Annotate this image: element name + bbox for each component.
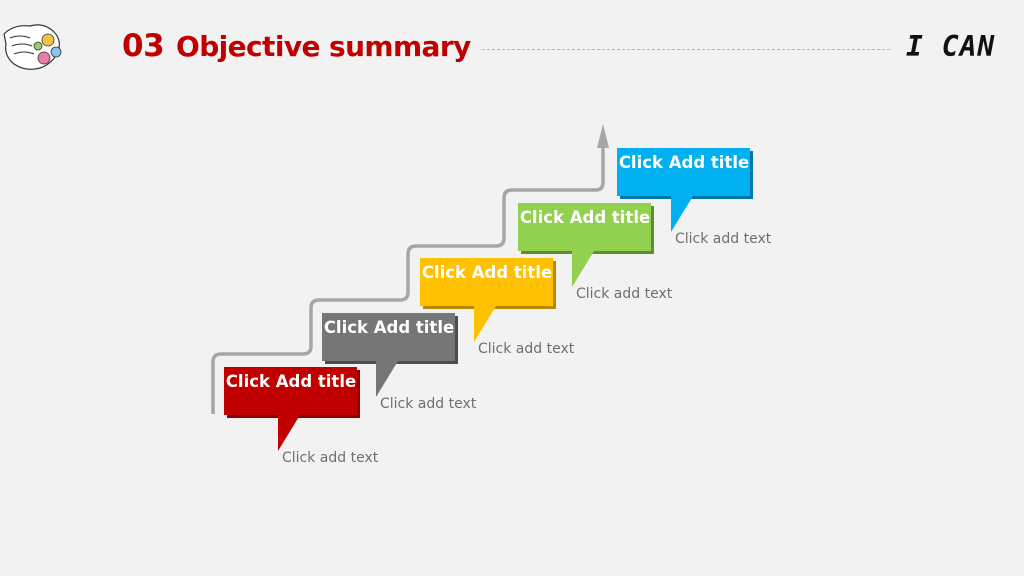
step-callout-tail bbox=[572, 251, 594, 287]
step-text-2[interactable]: Click add text bbox=[380, 396, 477, 412]
page-title: Objective summary bbox=[176, 30, 471, 63]
section-number: 03 bbox=[122, 28, 165, 64]
step-title-3[interactable]: Click Add title bbox=[421, 263, 553, 282]
step-box-fill bbox=[420, 258, 553, 306]
step-box-3[interactable] bbox=[420, 258, 556, 342]
step-box-fill bbox=[518, 203, 651, 251]
step-text-3[interactable]: Click add text bbox=[478, 341, 575, 357]
step-title-1[interactable]: Click Add title bbox=[225, 372, 357, 391]
step-box-fill bbox=[224, 367, 357, 415]
step-box-1[interactable] bbox=[224, 367, 360, 451]
step-box-2[interactable] bbox=[322, 313, 458, 397]
brand-mark: I CAN bbox=[906, 30, 996, 63]
arrow-head-icon bbox=[597, 124, 609, 148]
step-callout-tail bbox=[376, 361, 398, 397]
step-box-4[interactable] bbox=[518, 203, 654, 287]
step-callout-tail bbox=[474, 306, 496, 342]
step-title-4[interactable]: Click Add title bbox=[519, 208, 651, 227]
stair-path-line bbox=[211, 144, 605, 414]
title-divider bbox=[482, 49, 890, 50]
step-text-1[interactable]: Click add text bbox=[282, 450, 379, 466]
step-box-fill bbox=[617, 148, 750, 196]
step-text-5[interactable]: Click add text bbox=[675, 231, 772, 247]
step-callout-tail bbox=[671, 196, 693, 232]
step-box-5[interactable] bbox=[617, 148, 753, 232]
step-text-4[interactable]: Click add text bbox=[576, 286, 673, 302]
step-callout-tail bbox=[278, 415, 300, 451]
step-title-5[interactable]: Click Add title bbox=[618, 153, 750, 172]
hand-logo-icon bbox=[3, 24, 62, 70]
step-box-fill bbox=[322, 313, 455, 361]
step-title-2[interactable]: Click Add title bbox=[323, 318, 455, 337]
